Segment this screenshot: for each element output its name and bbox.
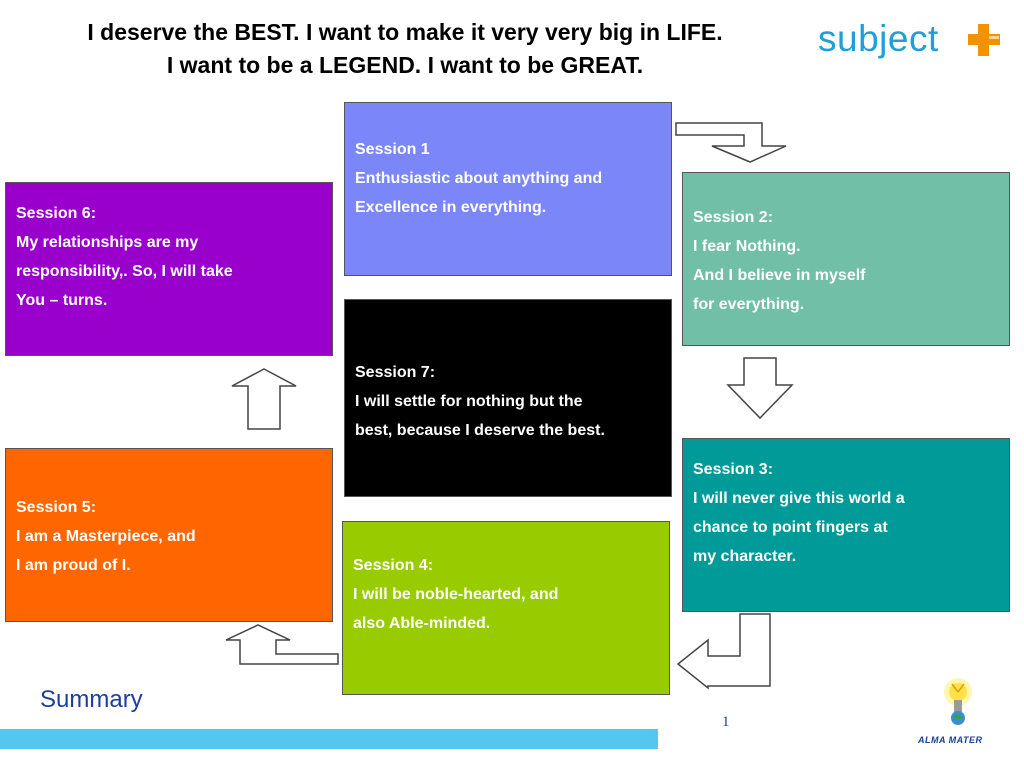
arrow-down-icon [726,357,794,420]
footer-bar [0,729,658,749]
title-line-2: I want to be a LEGEND. I want to be GREA… [166,52,644,78]
session-1-text: Session 1 Enthusiastic about anything an… [355,141,603,216]
session-3-text: Session 3: I will never give this world … [693,461,905,565]
session-2-text: Session 2: I fear Nothing. And I believe… [693,209,866,313]
session-5-text: Session 5: I am a Masterpiece, and I am … [16,499,196,574]
plus-icon [968,24,1000,56]
logo-text: subject [818,18,939,59]
title-line-1: I deserve the BEST. I want to make it ve… [87,19,723,45]
session-2-box: Session 2: I fear Nothing. And I believe… [682,172,1010,346]
subject-plus-logo: subject [818,18,1000,60]
arrow-up-icon [231,368,297,430]
session-6-box: Session 6: My relationships are my respo… [5,182,333,356]
session-4-text: Session 4: I will be noble-hearted, and … [353,557,559,632]
session-3-box: Session 3: I will never give this world … [682,438,1010,612]
alma-mater-text: ALMA MATER [918,735,983,745]
bent-arrow-down-left-icon [676,613,771,690]
bent-arrow-right-down-icon [675,122,787,163]
session-1-box: Session 1 Enthusiastic about anything an… [344,102,672,276]
session-7-box: Session 7: I will settle for nothing but… [344,299,672,497]
page-number: 1 [722,714,730,730]
session-4-box: Session 4: I will be noble-hearted, and … [342,521,670,695]
summary-label: Summary [40,686,143,713]
session-6-text: Session 6: My relationships are my respo… [16,205,233,309]
session-5-box: Session 5: I am a Masterpiece, and I am … [5,448,333,622]
bent-arrow-left-up-icon [225,624,339,665]
session-7-text: Session 7: I will settle for nothing but… [355,364,605,439]
alma-mater-logo [944,678,972,725]
slide-title: I deserve the BEST. I want to make it ve… [0,16,810,82]
